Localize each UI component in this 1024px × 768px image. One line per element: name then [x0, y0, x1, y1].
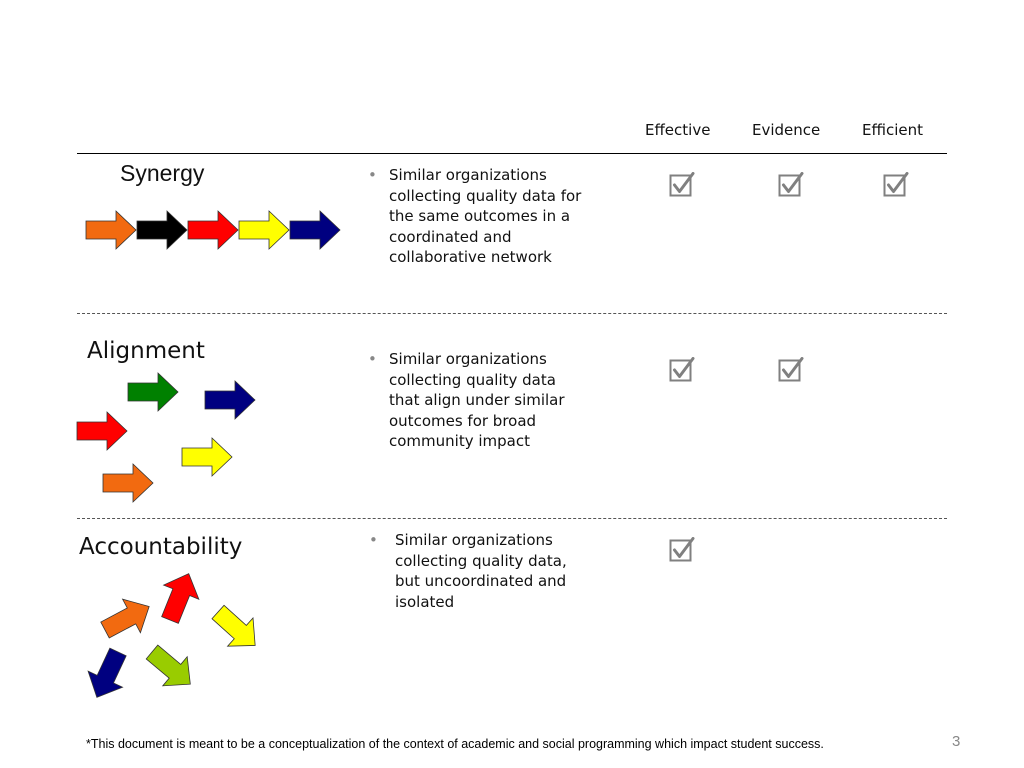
arrow-orange-icon [102, 463, 154, 503]
row-title-accountability: Accountability [79, 534, 243, 560]
arrow-green-icon [127, 372, 179, 412]
row-description-synergy: • Similar organizations collecting quali… [368, 166, 582, 266]
row-description-alignment: • Similar organizations collecting quali… [368, 350, 565, 450]
checkbox-checked-icon [669, 537, 695, 562]
arrow-red-icon [187, 210, 239, 250]
arrow-yellow-icon [181, 437, 233, 477]
accountability-arrows [79, 566, 269, 706]
row-title-synergy: Synergy [120, 160, 205, 186]
arrow-lime-icon [139, 636, 204, 700]
checkbox-synergy-evidence [778, 172, 804, 198]
arrow-red-icon [151, 566, 207, 628]
column-header-evidence: Evidence [752, 121, 821, 139]
checkbox-checked-icon [669, 357, 695, 382]
arrow-yellow-icon [238, 210, 290, 250]
column-header-effective: Effective [645, 121, 711, 139]
checkbox-checked-icon [883, 172, 909, 197]
alignment-arrows [76, 372, 256, 503]
arrow-navy-icon [79, 643, 136, 706]
checkbox-accountability-effective [669, 537, 695, 563]
checkbox-alignment-effective [669, 357, 695, 383]
row-description-accountability: • Similar organizations collecting quali… [369, 531, 567, 611]
bullet-icon: • [368, 166, 377, 184]
checkbox-synergy-effective [669, 172, 695, 198]
row-divider-1 [77, 313, 947, 314]
row-title-alignment: Alignment [87, 338, 205, 364]
arrow-red-icon [76, 411, 128, 451]
checkbox-synergy-efficient [883, 172, 909, 198]
bullet-icon: • [368, 350, 377, 368]
footnote: *This document is meant to be a conceptu… [86, 737, 824, 751]
arrow-navy-icon [204, 380, 256, 420]
bullet-icon: • [369, 531, 378, 549]
checkbox-checked-icon [778, 172, 804, 197]
column-header-efficient: Efficient [862, 121, 924, 139]
checkbox-checked-icon [778, 357, 804, 382]
arrow-black-icon [136, 210, 188, 250]
arrow-yellow-icon [204, 597, 269, 661]
checkbox-checked-icon [669, 172, 695, 197]
checkbox-alignment-evidence [778, 357, 804, 383]
arrow-navy-icon [289, 210, 341, 250]
arrow-orange-icon [95, 589, 159, 648]
page-number: 3 [952, 733, 961, 750]
row-divider-2 [77, 518, 947, 519]
arrow-orange-icon [85, 210, 137, 250]
header-divider [77, 153, 947, 154]
synergy-arrows [85, 210, 341, 250]
